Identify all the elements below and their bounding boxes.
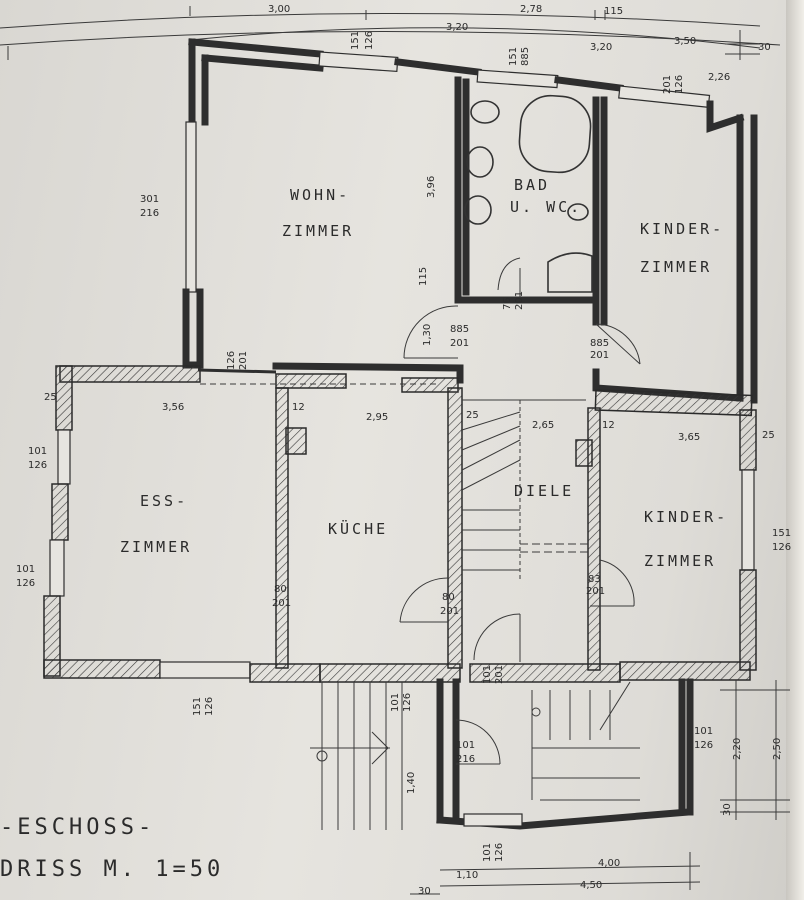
dim-d-12a: 12 <box>292 402 305 413</box>
dim-d-25c: 25 <box>762 430 775 441</box>
dim-d-356: 3,56 <box>162 402 184 413</box>
dim-d-265: 2,65 <box>532 420 554 431</box>
dim-win-126b: 126 <box>674 75 685 94</box>
label-kinderzimmer-right-2: ZIMMER <box>644 552 716 570</box>
dim-d-365: 3,65 <box>678 432 700 443</box>
label-esszimmer-2: ZIMMER <box>120 538 192 556</box>
dim-d-400: 4,00 <box>598 858 620 869</box>
dim-win-151c: 151 <box>772 528 791 539</box>
dim-win-101a: 101 <box>28 446 47 457</box>
dim-door-216b: 216 <box>456 754 475 765</box>
dim-d-115: 115 <box>418 267 429 286</box>
dim-top-226: 2,26 <box>708 72 730 83</box>
dim-top-30: 30 <box>758 42 771 53</box>
label-wohnzimmer-1: WOHN- <box>290 186 350 204</box>
label-bad-2: U. WC. <box>510 198 582 216</box>
dim-door-201e: 201 <box>440 606 459 617</box>
dim-h-396: 3,96 <box>426 176 437 198</box>
dim-win-101d: 101 <box>694 726 713 737</box>
dim-win-101c: 101 <box>390 693 401 712</box>
dim-d-30a: 30 <box>722 803 733 816</box>
dim-top-320b: 3,20 <box>590 42 612 53</box>
title-block: -ESCHOSS- DRISS M. 1=50 <box>0 815 224 882</box>
dim-d-140: 1,40 <box>406 772 417 794</box>
dim-win-885: 885 <box>520 47 531 66</box>
upper-walls <box>182 38 758 404</box>
dim-door-201g: 201 <box>494 665 505 684</box>
middle-walls <box>59 365 753 417</box>
dim-win-126g: 126 <box>402 693 413 712</box>
staircase <box>461 399 590 580</box>
dim-win-151a: 151 <box>350 31 361 50</box>
label-kinderzimmer-right-1: KINDER- <box>644 508 728 526</box>
dim-d-220: 2,20 <box>732 738 743 760</box>
lower-walls <box>43 365 757 683</box>
dim-d-450: 4,50 <box>580 880 602 891</box>
dim-top-115: 115 <box>604 6 623 17</box>
dim-win-126c: 126 <box>28 460 47 471</box>
dim-win-126d: 126 <box>16 578 35 589</box>
dim-door-201d: 201 <box>272 598 291 609</box>
dim-top-320: 3,20 <box>446 22 468 33</box>
label-bad-1: BAD <box>514 176 550 194</box>
door-swings-lower <box>399 559 635 662</box>
dim-d-12b: 12 <box>602 420 615 431</box>
label-wohnzimmer-2: ZIMMER <box>282 222 354 240</box>
dim-win-126a: 126 <box>364 31 375 50</box>
dim-d-25b: 25 <box>466 410 479 421</box>
dim-door-885b: 885 <box>590 338 609 349</box>
dim-door-80a: 80 <box>274 584 287 595</box>
dim-d-110: 1,10 <box>456 870 478 881</box>
label-kueche: KÜCHE <box>328 519 388 538</box>
dim-door-80b: 80 <box>442 592 455 603</box>
top-dimension-lines <box>0 6 781 60</box>
dim-win-201a: 201 <box>662 75 673 94</box>
dim-door-201f: 201 <box>586 586 605 597</box>
dim-win-126e: 126 <box>772 542 791 553</box>
dimension-labels: 3,00 3,20 2,78 115 3,20 3,50 30 2,26 151… <box>16 4 791 897</box>
dim-d-25a: 25 <box>44 392 57 403</box>
dim-d-250: 2,50 <box>772 738 783 760</box>
dim-win-101b: 101 <box>16 564 35 575</box>
dim-door-201c: 201 <box>590 350 609 361</box>
title-line-1: -ESCHOSS- <box>0 815 155 840</box>
dim-door-885a: 885 <box>450 324 469 335</box>
dim-door-101a: 101 <box>482 665 493 684</box>
dim-door-201a: 201 <box>450 338 469 349</box>
dim-door-201b: 201 <box>514 291 525 310</box>
dim-door-83: 83 <box>588 574 601 585</box>
dim-d-30b: 30 <box>418 886 431 897</box>
dim-win-101e: 101 <box>482 843 493 862</box>
label-diele: DIELE <box>514 482 574 500</box>
dim-top-350: 3,50 <box>674 36 696 47</box>
dim-d-130: 1,30 <box>422 324 433 346</box>
dim-win-126h: 126 <box>694 740 713 751</box>
entrance-area <box>310 678 790 895</box>
dim-win-126f: 126 <box>204 697 215 716</box>
door-swings-upper <box>403 305 641 365</box>
dim-win-216a: 216 <box>140 208 159 219</box>
title-line-2: DRISS M. 1=50 <box>0 857 224 882</box>
page-edge <box>786 0 804 900</box>
dim-d-295: 2,95 <box>366 412 388 423</box>
bathroom-fixtures <box>464 94 593 298</box>
dim-win-126i: 126 <box>494 843 505 862</box>
room-labels: WOHN- ZIMMER BAD U. WC. KINDER- ZIMMER E… <box>120 176 728 570</box>
label-kinderzimmer-top-2: ZIMMER <box>640 258 712 276</box>
dim-win-301: 301 <box>140 194 159 205</box>
dim-door-76: 76 <box>502 297 513 310</box>
dim-win-151b: 151 <box>508 47 519 66</box>
dim-top-278: 2,78 <box>520 4 542 15</box>
dim-door-101b: 101 <box>456 740 475 751</box>
dim-d-126: 126 <box>226 351 237 370</box>
label-esszimmer-1: ESS- <box>140 492 188 510</box>
dim-top-300: 3,00 <box>268 4 290 15</box>
dim-d-201: 201 <box>238 351 249 370</box>
dim-win-151d: 151 <box>192 697 203 716</box>
label-kinderzimmer-top-1: KINDER- <box>640 220 724 238</box>
